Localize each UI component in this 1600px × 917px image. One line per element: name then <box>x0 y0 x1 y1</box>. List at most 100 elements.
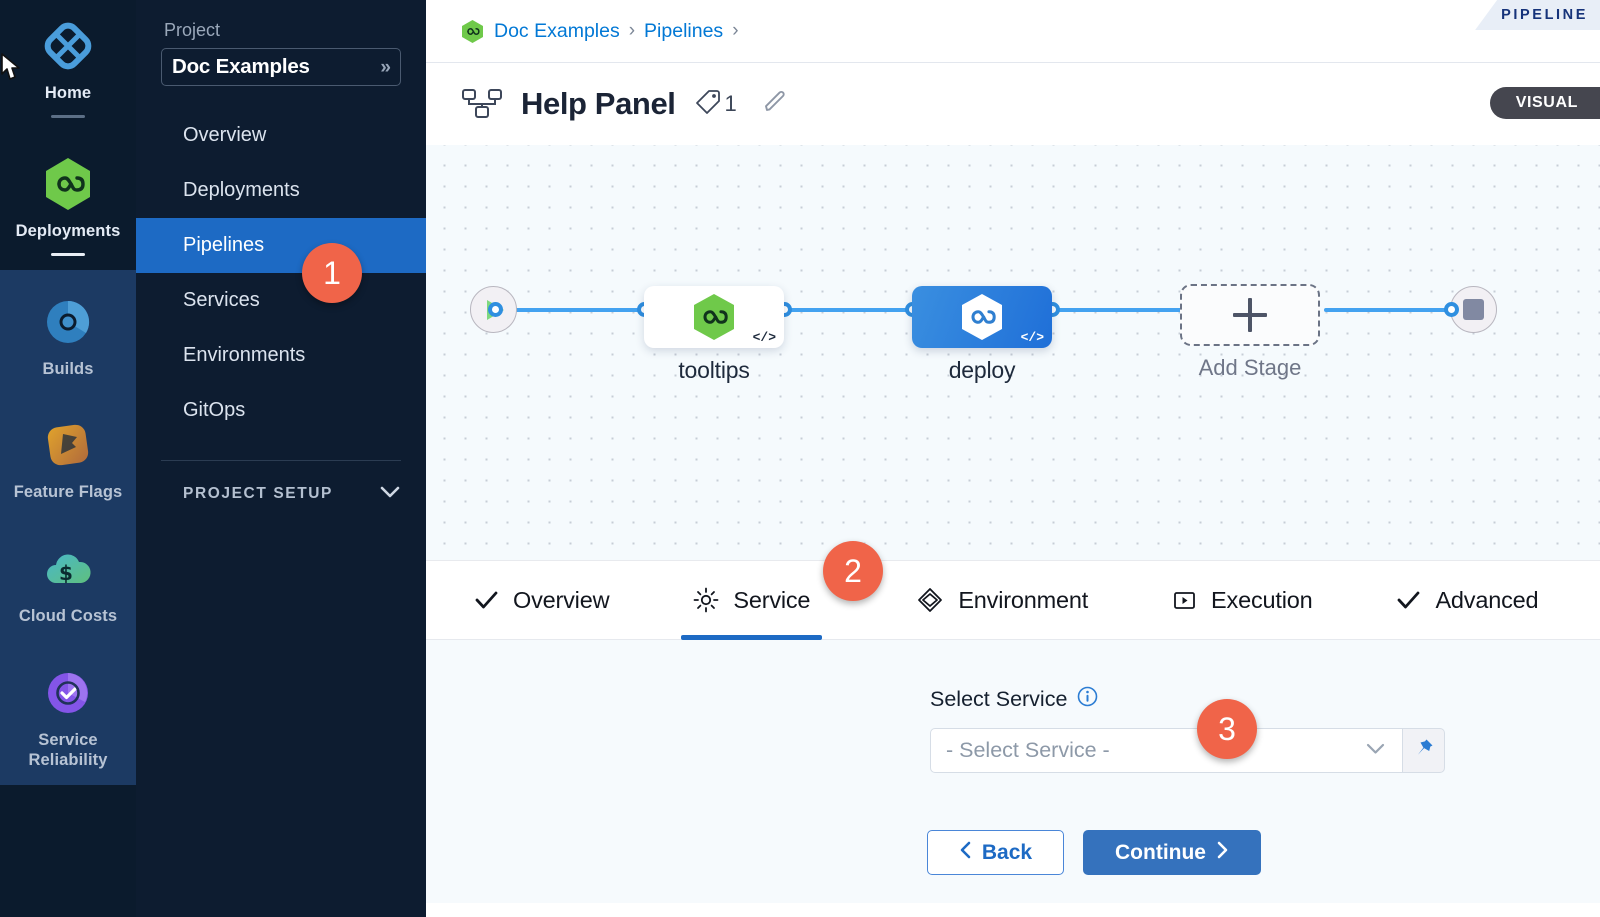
service-form: Select Service - Select Service - <box>426 640 1600 903</box>
callout-badge-2: 2 <box>823 541 883 601</box>
nav-item-overview[interactable]: Overview <box>136 108 426 163</box>
tab-label: Environment <box>958 586 1089 613</box>
rail-item-label: Home <box>44 84 92 102</box>
pipeline-graph-icon <box>461 87 503 121</box>
nav-item-label: Services <box>183 289 260 311</box>
stage-code-glyph: </> <box>1020 330 1044 345</box>
wire-addstage-to-end <box>1324 308 1469 312</box>
tag-icon <box>694 88 722 121</box>
service-reliability-icon <box>40 665 96 721</box>
stage-node-deploy[interactable]: </> <box>912 286 1052 348</box>
page-header: Help Panel 1 VISUAL <box>426 62 1600 145</box>
project-setup-label: PROJECT SETUP <box>183 485 333 502</box>
stage-node-tooltips[interactable]: </> <box>644 286 784 348</box>
rail-item-label: Cloud Costs <box>18 607 118 626</box>
breadcrumb-separator: › <box>732 20 739 41</box>
pin-button[interactable] <box>1403 728 1445 773</box>
check-icon <box>1396 589 1421 611</box>
tab-advanced[interactable]: Advanced <box>1384 561 1550 640</box>
deployments-hexagon-infinity-icon <box>40 156 96 212</box>
project-nav-list: Overview Deployments Pipelines Services … <box>136 108 426 438</box>
continue-button[interactable]: Continue <box>1083 830 1261 875</box>
nav-item-pipelines[interactable]: Pipelines <box>136 218 426 273</box>
rail-item-builds[interactable]: Builds <box>0 269 136 394</box>
deployments-hexagon-infinity-icon <box>962 294 1002 340</box>
chevron-down-icon <box>1366 742 1385 759</box>
rail-item-feature-flags[interactable]: Feature Flags <box>0 393 136 518</box>
callout-badge-1: 1 <box>302 243 362 303</box>
page-title: Help Panel <box>521 86 676 121</box>
chevron-down-icon <box>380 484 400 504</box>
tab-service[interactable]: Service <box>681 561 823 640</box>
stage-code-glyph: </> <box>752 330 776 345</box>
tab-label: Overview <box>513 586 610 613</box>
chevron-right-icon <box>1216 841 1229 865</box>
builds-circle-icon <box>40 294 96 350</box>
select-service-input[interactable]: - Select Service - <box>930 728 1403 773</box>
project-setup-toggle[interactable]: PROJECT SETUP <box>136 484 426 504</box>
project-hexagon-icon <box>461 19 484 44</box>
connector-dot-start-out[interactable] <box>488 302 503 317</box>
module-rail: Home Deployments <box>0 0 136 917</box>
nav-item-deployments[interactable]: Deployments <box>136 163 426 218</box>
nav-item-gitops[interactable]: GitOps <box>136 383 426 438</box>
nav-item-environments[interactable]: Environments <box>136 328 426 383</box>
info-icon[interactable] <box>1077 686 1098 712</box>
pencil-icon[interactable] <box>761 88 789 121</box>
tab-execution[interactable]: Execution <box>1160 561 1324 640</box>
check-icon <box>474 589 499 611</box>
pipeline-ribbon: PIPELINE <box>1475 0 1600 30</box>
nav-divider <box>161 460 401 461</box>
feature-flags-icon <box>40 417 96 473</box>
tab-label: Advanced <box>1435 586 1539 613</box>
tag-count: 1 <box>724 91 737 116</box>
chevron-left-icon <box>959 841 972 865</box>
play-box-icon <box>1172 588 1197 613</box>
breadcrumb-item-project[interactable]: Doc Examples <box>494 19 620 42</box>
rail-item-home[interactable]: Home <box>0 0 136 132</box>
nav-item-services[interactable]: Services <box>136 273 426 328</box>
rail-item-deployments[interactable]: Deployments <box>0 132 136 270</box>
wire-deploy-to-addstage <box>1054 308 1224 312</box>
project-section-label: Project <box>164 20 221 40</box>
main-content: Doc Examples › Pipelines › PIPELINE Help… <box>426 0 1600 917</box>
rail-item-service-reliability[interactable]: Service Reliability <box>0 640 136 785</box>
nav-item-label: Pipelines <box>183 234 265 256</box>
tab-overview[interactable]: Overview <box>462 561 621 640</box>
rail-item-cloud-costs[interactable]: $ Cloud Costs <box>0 517 136 641</box>
breadcrumb: Doc Examples › Pipelines › PIPELINE <box>426 0 1600 62</box>
stage-label-deploy: deploy <box>948 357 1016 383</box>
tab-label: Execution <box>1211 586 1313 613</box>
form-actions: Back Continue <box>426 830 1600 875</box>
pipeline-canvas[interactable]: </> tooltips </> deploy Add Stage <box>426 145 1600 561</box>
breadcrumb-item-pipelines[interactable]: Pipelines <box>644 19 724 42</box>
tab-environment[interactable]: Environment <box>904 561 1100 640</box>
layers-diamond-icon <box>916 586 944 614</box>
add-stage-button[interactable] <box>1180 284 1320 346</box>
pin-icon <box>1413 737 1435 764</box>
mouse-cursor <box>0 50 34 95</box>
rail-item-label: Feature Flags <box>13 483 123 502</box>
add-stage-label: Add Stage <box>1198 355 1302 380</box>
gear-icon <box>693 587 719 613</box>
stop-icon <box>1463 299 1484 320</box>
cloud-costs-icon: $ <box>40 541 96 597</box>
mode-badge-visual[interactable]: VISUAL <box>1489 87 1600 119</box>
stage-label-tooltips: tooltips <box>678 357 750 383</box>
callout-badge-3: 3 <box>1197 699 1257 759</box>
wire-tooltips-to-deploy <box>786 308 921 312</box>
project-selector[interactable]: Doc Examples » <box>161 48 401 86</box>
rail-item-label: Service Reliability <box>28 730 108 769</box>
home-diamond-icon <box>40 18 96 74</box>
back-button[interactable]: Back <box>927 830 1064 875</box>
rail-item-label: Builds <box>42 359 94 378</box>
back-button-label: Back <box>981 840 1033 864</box>
select-service-row: - Select Service - <box>426 728 1600 773</box>
plus-icon-v <box>1247 298 1253 332</box>
rail-underline <box>51 114 85 118</box>
tag-badge[interactable]: 1 <box>694 88 737 121</box>
select-service-value: - Select Service - <box>946 738 1110 762</box>
nav-item-label: Overview <box>183 124 267 146</box>
svg-text:$: $ <box>59 561 73 585</box>
connector-dot-end-in[interactable] <box>1444 302 1459 317</box>
